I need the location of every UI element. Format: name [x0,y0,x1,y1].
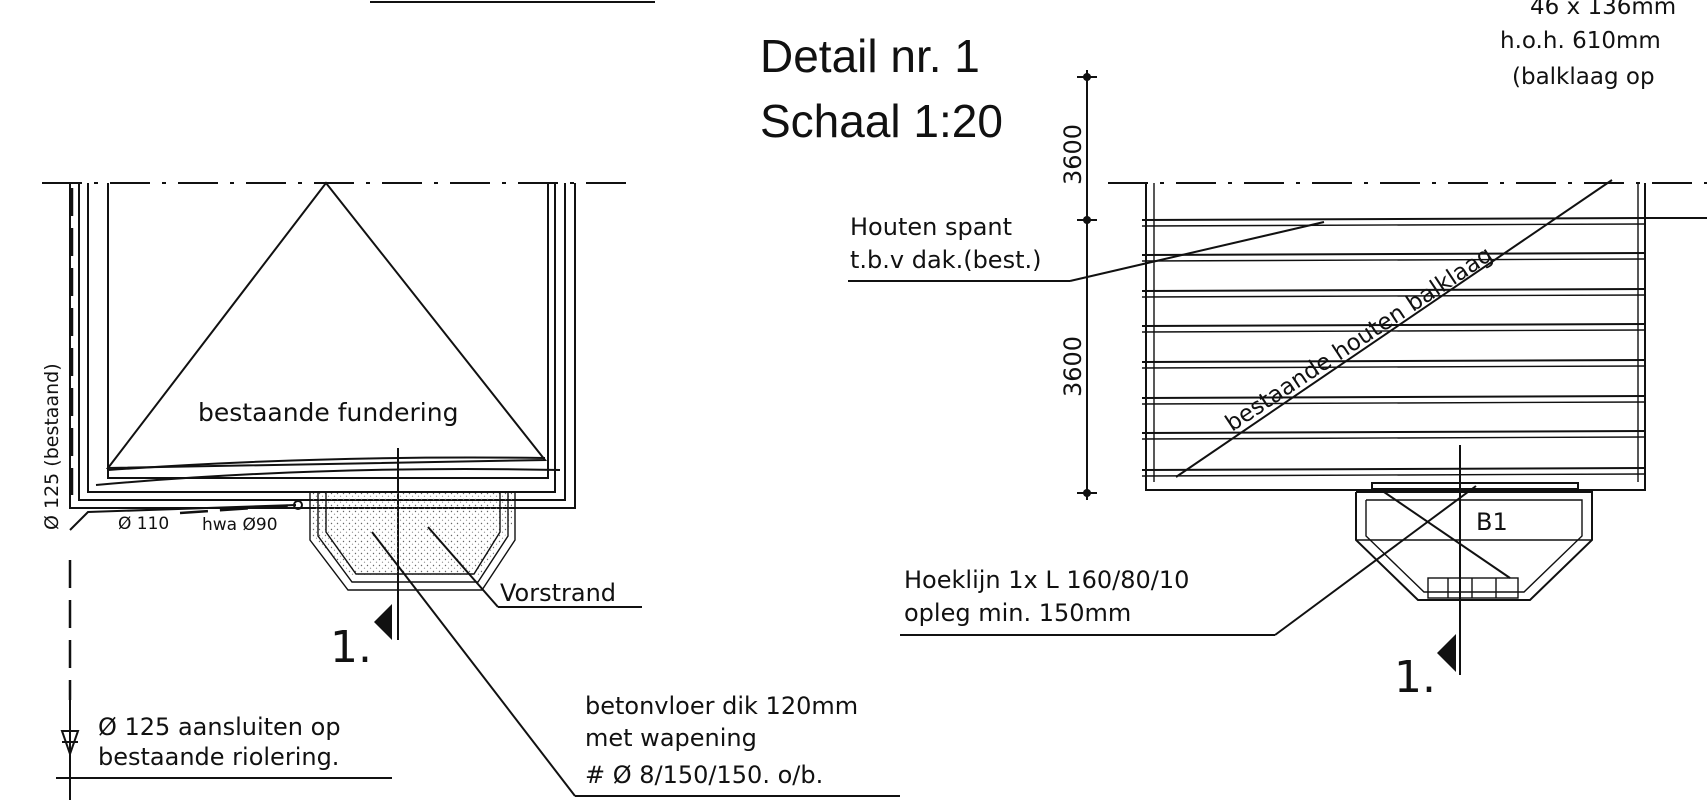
wall-left-mid [78,183,566,501]
wall-left-inner2 [107,183,549,479]
pipe-hwa-end [293,500,303,510]
connect-note-1: Ø 125 aansluiten op [98,713,341,741]
beam-B1-bottom-flange [1427,577,1519,599]
spant-leader [1069,221,1325,282]
joists [1141,217,1647,477]
floor-note-2: met wapening [585,724,757,752]
left-detail: bestaande fundering Vorstrand 1. Ø 125 (… [41,181,900,800]
vorstrand-fill [312,493,512,575]
vorstrand-outline-3 [325,492,501,575]
note-spacing: h.o.h. 610mm [1500,28,1661,54]
section-mark-arrow-left [374,604,392,640]
scale-title: Schaal 1:20 [760,95,1003,147]
hoeklijn-note-1: Hoeklijn 1x L 160/80/10 [904,566,1189,594]
section-mark-arrow-right [1437,634,1456,672]
wall-left-inner [87,183,556,493]
pipe-hwa-label: hwa Ø90 [202,515,278,535]
hoeklijn-note-2: opleg min. 150mm [904,599,1131,627]
vorstrand-leader [427,526,499,608]
dimension-tick-mid [1077,216,1097,224]
spant-note-2: t.b.v dak.(best.) [850,246,1041,274]
dimension-lower: 3600 [1059,336,1087,397]
section-mark-left: 1. [330,622,372,673]
floor-note-1: betonvloer dik 120mm [585,692,858,720]
foundation-base [95,468,561,486]
dimension-upper: 3600 [1059,124,1087,185]
beam-B1-outer [1355,491,1593,601]
dimension-tick-top [1077,73,1097,81]
hoeklijn-leader [1274,485,1477,636]
building-outline [1145,183,1646,491]
vorstrand-outline-1 [309,492,516,591]
foundation-label: bestaande fundering [198,398,458,427]
section-mark-right: 1. [1394,652,1436,703]
pipe-110-run [69,504,297,531]
beam-label: B1 [1476,508,1508,536]
balklaag-diagonal [1175,179,1613,478]
spant-note-1: Houten spant [850,213,1012,241]
vorstrand-outline-2 [317,492,509,583]
pipe-125-label: Ø 125 (bestaand) [41,363,63,530]
pipe-110-label: Ø 110 [118,514,169,534]
floor-leader [371,531,576,797]
note-beam-size: 46 x 136mm [1530,0,1676,20]
note-balklaag: (balklaag op [1512,64,1655,90]
balklaag-label: bestaande houten balklaag [1221,242,1498,437]
right-detail: 3600 3600 bestaande houten balklaag Hout… [848,70,1707,703]
beam-B1-cross [1383,491,1511,579]
foundation-triangle [105,181,548,470]
detail-title: Detail nr. 1 [760,30,980,82]
beam-plate [1371,482,1579,490]
vorstrand-label: Vorstrand [500,579,616,607]
connect-note-2: bestaande riolering. [98,743,339,771]
beam-B1-inner [1365,499,1583,593]
top-right-note: 46 x 136mm h.o.h. 610mm (balklaag op [1500,0,1676,90]
floor-note-3: # Ø 8/150/150. o/b. [585,761,823,789]
pipe-110-dashed [179,503,297,515]
dimension-tick-bottom [1077,489,1097,497]
